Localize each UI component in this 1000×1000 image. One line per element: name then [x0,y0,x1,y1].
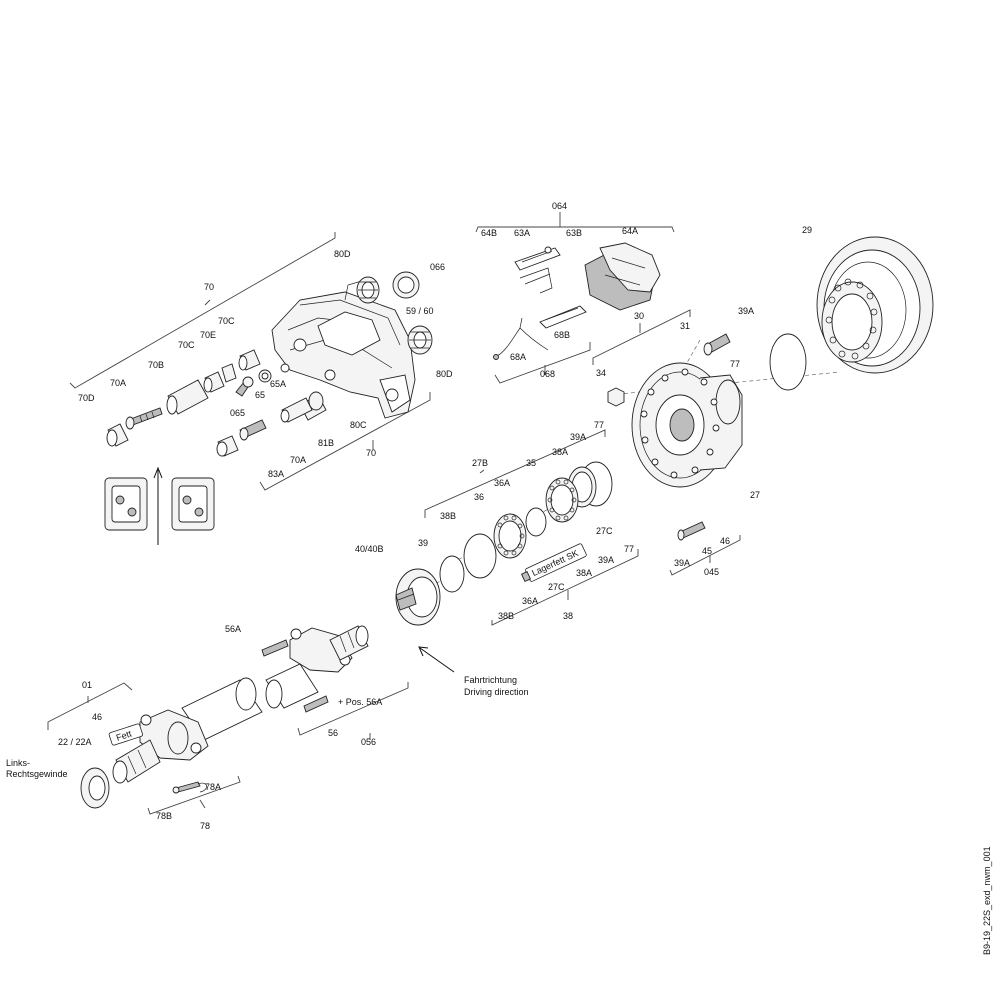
label-36A-bottom: 36A [522,596,538,606]
label-36: 36 [474,492,484,502]
label-59-60: 59 / 60 [406,306,434,316]
label-77-set: 77 [594,420,604,430]
label-38: 38 [563,611,573,621]
label-65: 65 [255,390,265,400]
label-46-right: 46 [720,536,730,546]
label-70D: 70D [78,393,95,403]
label-64A: 64A [622,226,638,236]
label-064: 064 [552,201,567,211]
label-pos-56A: + Pos. 56A [338,697,382,707]
label-40-40B: 40/40B [355,544,384,554]
label-70B: 70B [148,360,164,370]
label-56A: 56A [225,624,241,634]
wheel-hub [631,362,743,488]
label-78A: 78A [205,782,221,792]
label-77-bottom: 77 [624,544,634,554]
label-70-bottom: 70 [366,448,376,458]
axle-stub-01 [112,709,209,784]
caliper-bellows-seals [356,271,433,355]
label-70A-2: 70A [290,455,306,465]
label-80D-2: 80D [436,369,453,379]
driving-direction-arrow [418,646,455,673]
brake-disc [816,236,934,374]
label-83A: 83A [268,469,284,479]
label-045: 045 [704,567,719,577]
label-46-left: 46 [92,712,102,722]
label-29: 29 [802,225,812,235]
label-39A-top: 39A [738,306,754,316]
bearing-assembly [439,461,613,593]
label-78B: 78B [156,811,172,821]
fett-tag: Fett [108,723,143,746]
label-63A: 63A [514,228,530,238]
caliper-housing [271,279,416,419]
label-63B: 63B [566,228,582,238]
label-68B: 68B [554,330,570,340]
disc-seal-ring-39A [769,333,807,391]
label-70-top: 70 [204,282,214,292]
label-driving-direction: Driving direction [464,687,529,697]
label-38B-bottom: 38B [498,611,514,621]
label-39: 39 [418,538,428,548]
label-31: 31 [680,321,690,331]
caliper-guide-pins [106,349,327,457]
axle-stub-056 [261,625,369,713]
label-39A-bottom: 39A [598,555,614,565]
hub-cap [395,568,441,626]
part-labels: 064 64B 63A 63B 64A 68A 68B 068 70 80D 0… [6,201,992,955]
label-77-hub: 77 [730,359,740,369]
wheel-nut-34 [607,387,625,407]
label-80D: 80D [334,249,351,259]
axle-nut-22 [80,767,110,809]
wheel-stud-31 [703,333,731,356]
label-64B: 64B [481,228,497,238]
label-27C: 27C [596,526,613,536]
label-22-22A: 22 / 22A [58,737,92,747]
label-27: 27 [750,490,760,500]
label-70C-2: 70C [178,340,195,350]
label-068: 068 [540,369,555,379]
label-fahrtrichtung: Fahrtrichtung [464,675,517,685]
label-066: 066 [430,262,445,272]
label-70C-1: 70C [218,316,235,326]
label-30: 30 [634,311,644,321]
label-78: 78 [200,821,210,831]
label-35: 35 [526,458,536,468]
label-81B: 81B [318,438,334,448]
label-80C: 80C [350,420,367,430]
label-links: Links- [6,758,30,768]
orientation-views [104,466,215,545]
label-39A-set: 39A [570,432,586,442]
label-056: 056 [361,737,376,747]
wear-sensor [493,305,587,360]
wheel-stud-45 [677,521,706,541]
label-38A-bottom: 38A [576,568,592,578]
label-56: 56 [328,728,338,738]
label-65A: 65A [270,379,286,389]
group-brackets [47,212,741,815]
label-34: 34 [596,368,606,378]
drawing-id: B9-19_22S_exd_nwm_001 [982,846,992,955]
label-01: 01 [82,680,92,690]
label-45: 45 [702,546,712,556]
cotter-pin-78 [172,781,207,794]
label-39A-right: 39A [674,558,690,568]
label-36A: 36A [494,478,510,488]
label-rechtsgewinde: Rechtsgewinde [6,769,68,779]
label-38A: 38A [552,447,568,457]
fett-label: Fett [115,728,133,742]
label-38B: 38B [440,511,456,521]
label-68A: 68A [510,352,526,362]
brake-pad-set [514,242,661,311]
label-065: 065 [230,408,245,418]
label-27B: 27B [472,458,488,468]
label-27C-bottom: 27C [548,582,565,592]
label-70E: 70E [200,330,216,340]
label-70A-1: 70A [110,378,126,388]
